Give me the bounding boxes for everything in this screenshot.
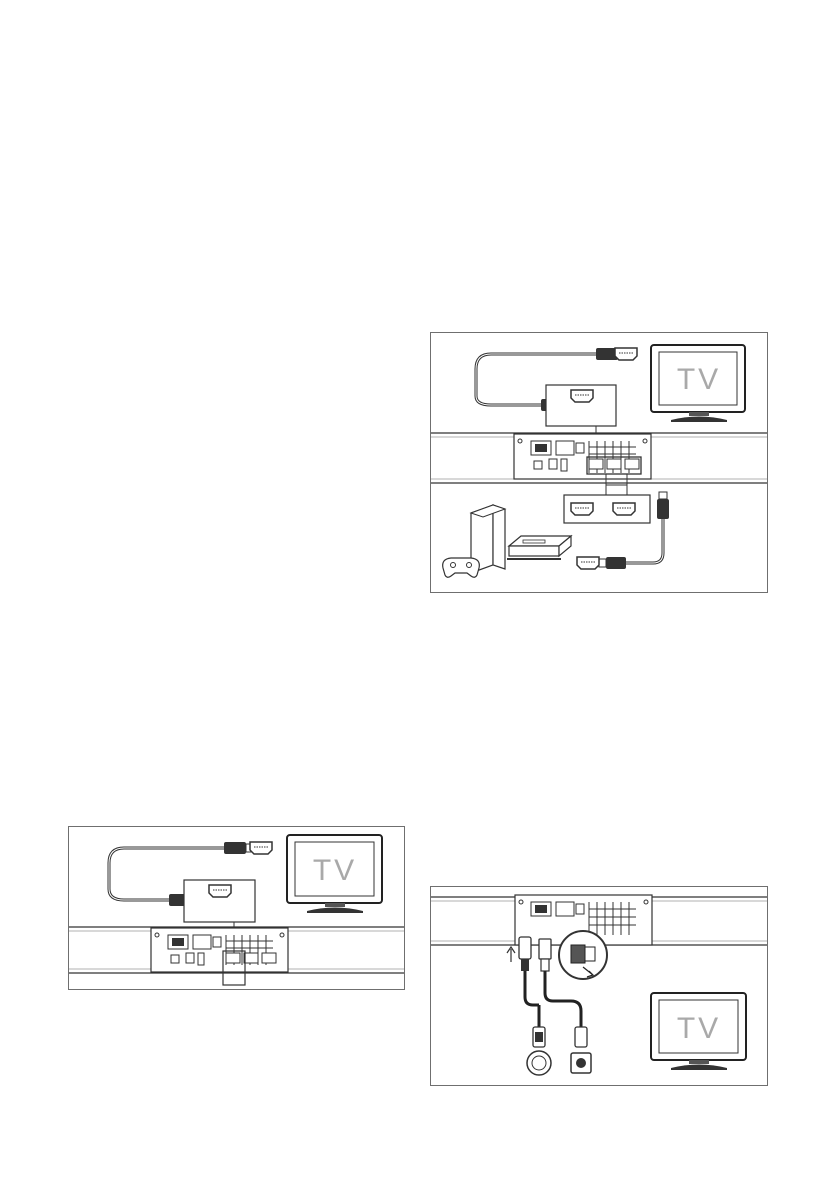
- tv-label: TV: [677, 363, 721, 396]
- tv-label: TV: [313, 854, 357, 887]
- coaxial-plug-icon: [519, 937, 539, 1005]
- hdmi-port-icon: [577, 557, 599, 569]
- hdmi-connection-diagram: TV: [430, 332, 768, 593]
- tv-icon: TV: [287, 835, 382, 913]
- hdmi-port-icon: [250, 842, 272, 854]
- hdmi-tv-connection-diagram: TV: [68, 826, 405, 990]
- soundbar-rear-panel: [514, 434, 651, 479]
- hdmi-plug-icon: [657, 499, 669, 519]
- hdmi-port-icon: [571, 390, 593, 402]
- hdmi-port-icon: [571, 503, 593, 515]
- optical-illustration: TV: [431, 887, 767, 1085]
- tv-label: TV: [677, 1012, 721, 1045]
- hdmi-port-icon: [615, 348, 637, 360]
- blu-ray-player-icon: [507, 536, 571, 559]
- hdmi-plug-icon: [224, 842, 246, 854]
- coaxial-cable: [527, 1005, 551, 1075]
- hdmi-tv-illustration: TV: [69, 827, 404, 989]
- coaxial-port-icon: [527, 1051, 551, 1075]
- optical-cable: [571, 1027, 591, 1073]
- soundbar-rear-panel: [151, 928, 288, 972]
- tv-icon: TV: [651, 345, 745, 422]
- optical-cap-detail: [559, 931, 607, 979]
- hdmi-port-icon: [613, 503, 635, 515]
- arrow-up-icon: [507, 947, 515, 962]
- tv-icon: TV: [651, 993, 746, 1070]
- hdmi-port-icon: [209, 885, 231, 897]
- hdmi-plug-icon: [606, 557, 626, 569]
- optical-connection-diagram: TV: [430, 886, 768, 1086]
- gamepad-icon: [443, 558, 480, 577]
- hdmi-connection-illustration: TV: [431, 333, 767, 592]
